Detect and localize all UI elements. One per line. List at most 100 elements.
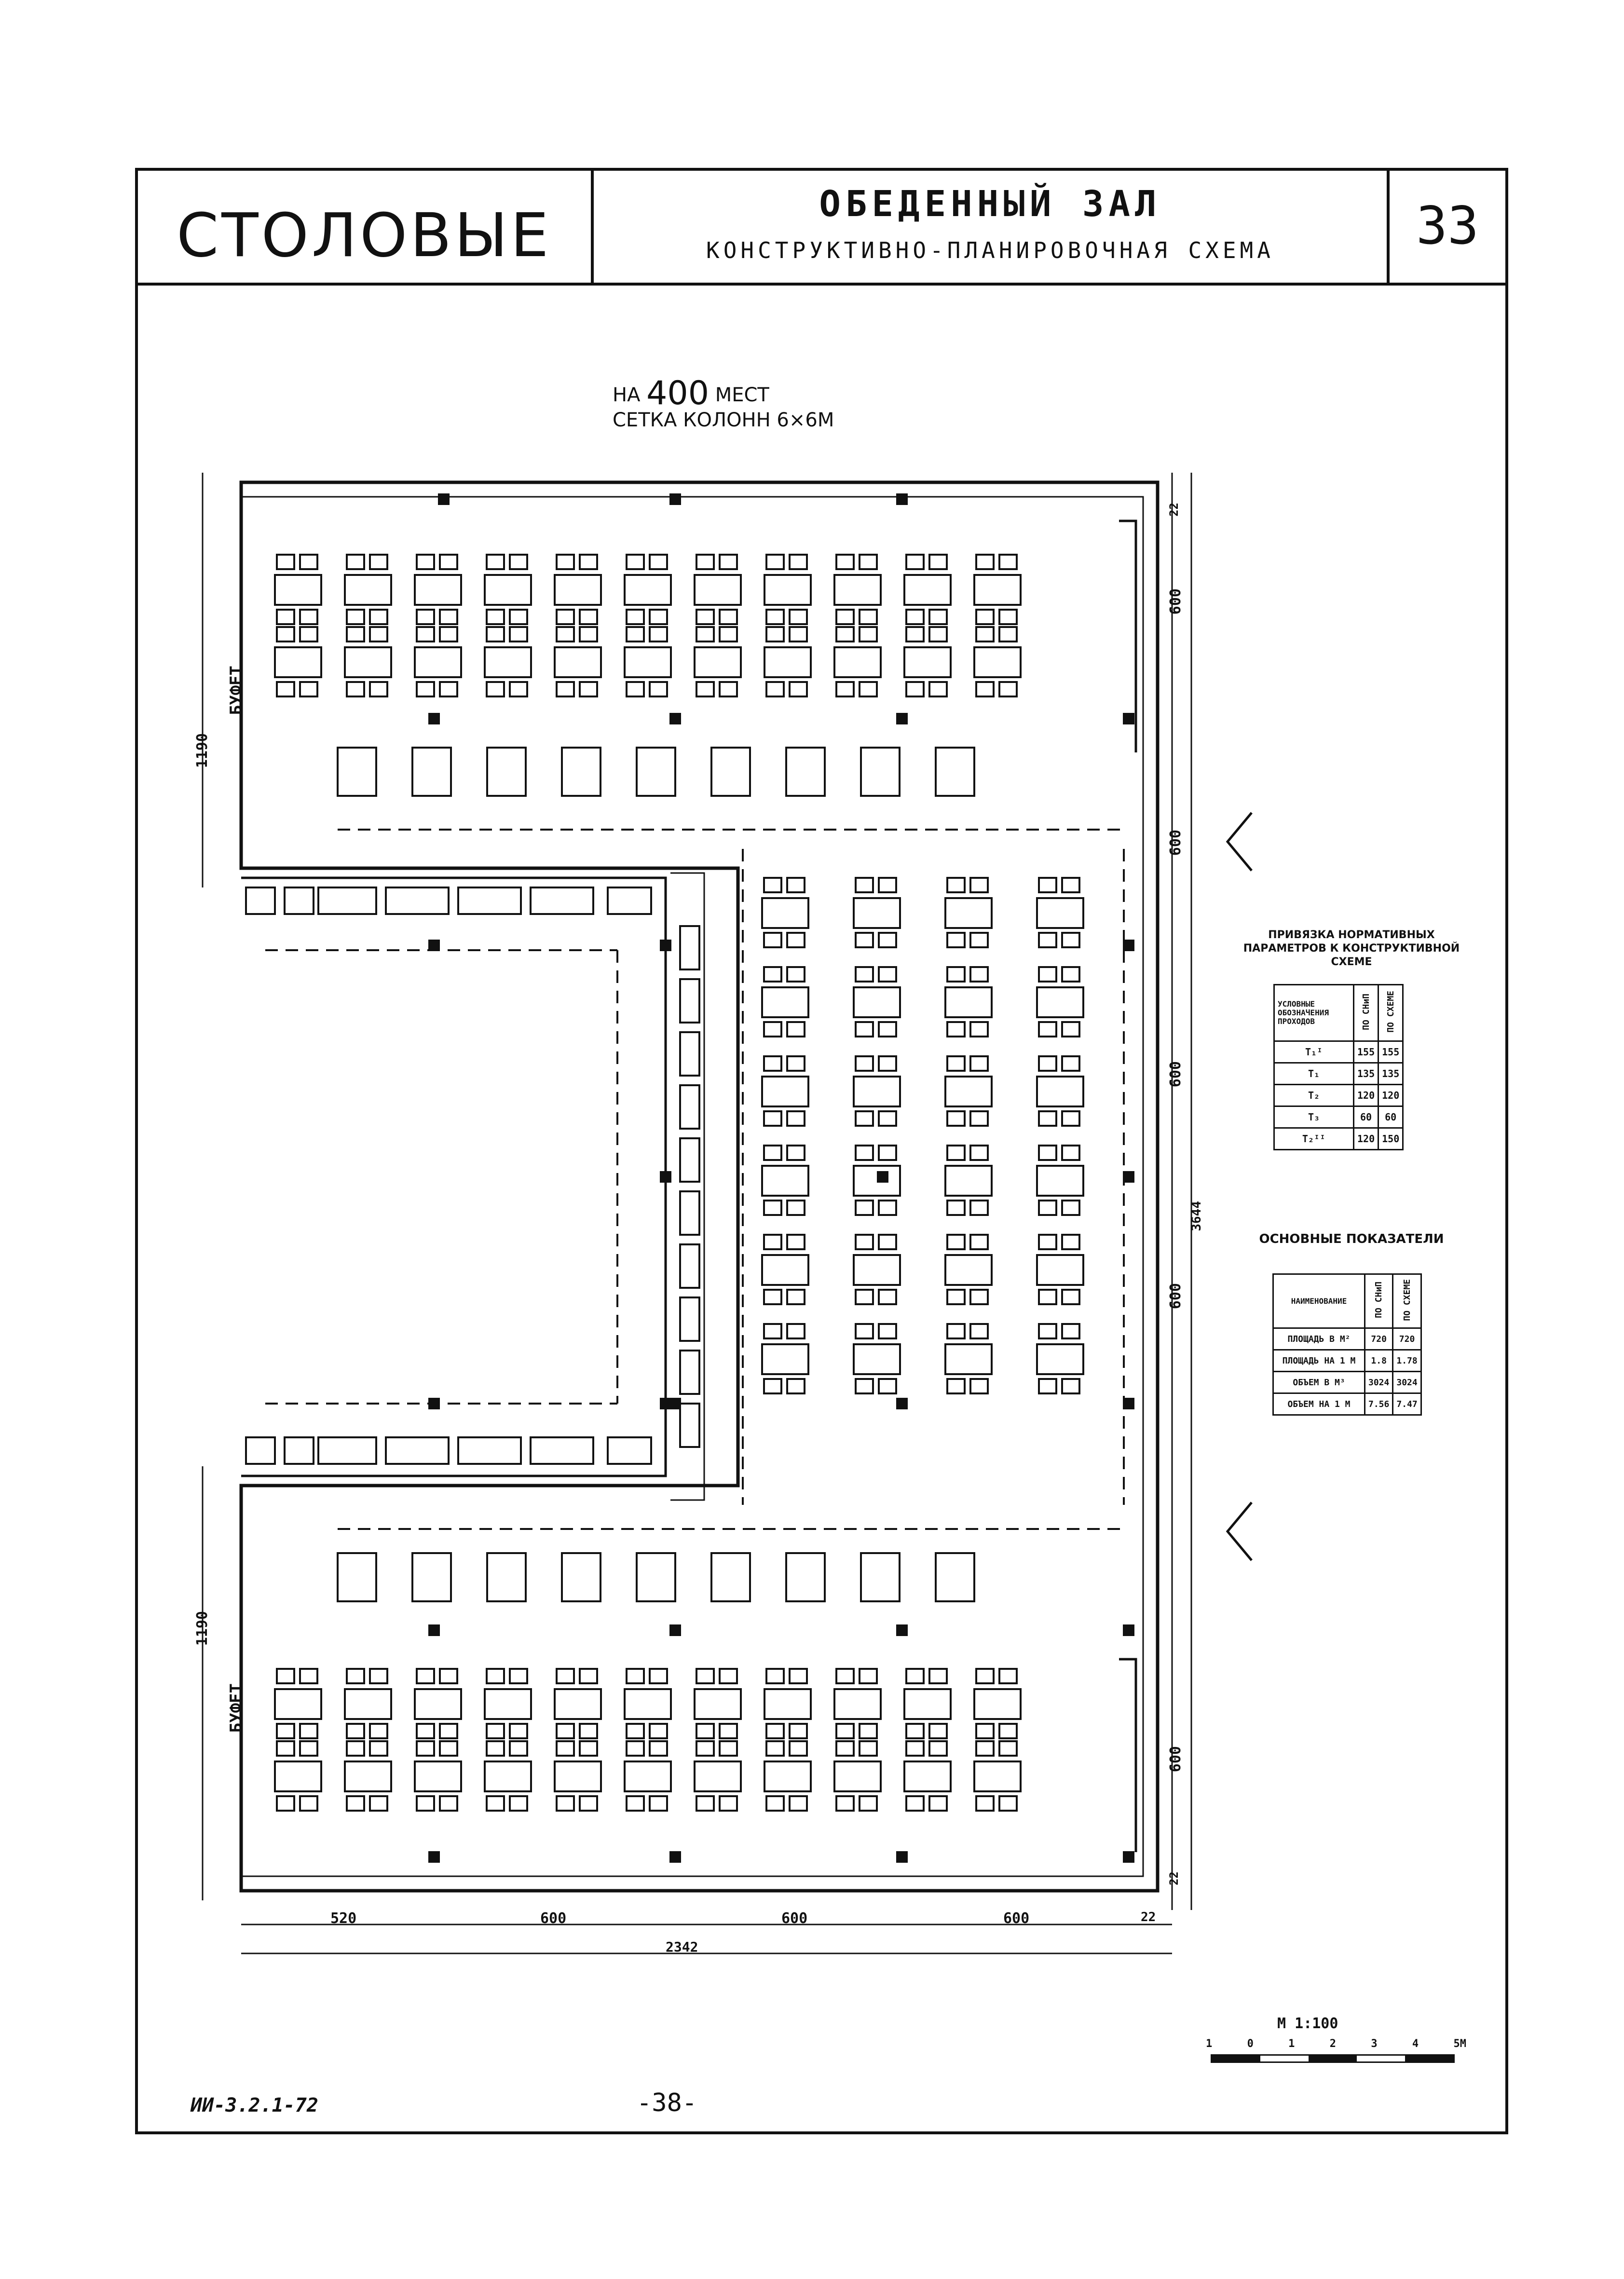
- dining-table: [1036, 1165, 1084, 1197]
- chair: [299, 1740, 318, 1757]
- dining-table: [1036, 986, 1084, 1018]
- chair: [509, 609, 528, 625]
- chair: [905, 1668, 925, 1684]
- chair: [696, 1668, 715, 1684]
- right-dimension-7: 22: [1167, 1871, 1181, 1885]
- chair: [439, 1740, 458, 1757]
- chair: [786, 1145, 805, 1161]
- dining-table: [624, 646, 672, 678]
- chair: [975, 1740, 995, 1757]
- right-dimension-1: 22: [1167, 503, 1181, 517]
- bottom-dimension-3: 600: [781, 1910, 808, 1927]
- chair: [1061, 1145, 1080, 1161]
- chair: [509, 554, 528, 570]
- dining-table: [344, 646, 392, 678]
- dining-table: [761, 897, 809, 929]
- caption-prefix: НА: [613, 384, 641, 406]
- chair: [928, 1723, 948, 1739]
- entrance-arrow-upper: [1226, 812, 1253, 872]
- chair: [509, 681, 528, 697]
- chair: [998, 609, 1018, 625]
- chair: [369, 609, 388, 625]
- dining-table: [761, 1254, 809, 1286]
- chair: [789, 554, 808, 570]
- chair: [859, 1668, 878, 1684]
- chair: [998, 626, 1018, 642]
- chair: [969, 1021, 989, 1037]
- chair: [369, 554, 388, 570]
- chair: [1038, 1289, 1057, 1305]
- chair: [556, 609, 575, 625]
- chair: [946, 1289, 966, 1305]
- chair: [878, 1055, 897, 1072]
- booth-table: [411, 1552, 452, 1602]
- chair: [556, 1668, 575, 1684]
- chair: [719, 681, 738, 697]
- chair: [1061, 877, 1080, 893]
- chair: [509, 1723, 528, 1739]
- chair: [928, 609, 948, 625]
- chair: [928, 1740, 948, 1757]
- dining-table: [274, 646, 322, 678]
- chair: [835, 1740, 855, 1757]
- chair: [969, 932, 989, 948]
- chair: [905, 681, 925, 697]
- chair: [626, 1723, 645, 1739]
- chair: [299, 1723, 318, 1739]
- dining-table: [554, 1688, 602, 1720]
- chair: [789, 1740, 808, 1757]
- plan-walls: [239, 480, 1160, 1893]
- kitchen-line-unit: [679, 978, 700, 1024]
- kitchen-line-unit: [679, 1243, 700, 1289]
- dining-table: [973, 1760, 1022, 1792]
- booth-table: [337, 1552, 377, 1602]
- chair: [1038, 932, 1057, 948]
- chair: [878, 932, 897, 948]
- booth-table: [785, 747, 826, 797]
- indicators-table-header: НАИМЕНОВАНИЕ ПО СНиП ПО СХЕМЕ: [1272, 1273, 1422, 1329]
- chair: [855, 1200, 874, 1216]
- buffet-label-top: БУФЕТ: [227, 666, 246, 715]
- chair: [969, 1378, 989, 1394]
- chair: [878, 1110, 897, 1127]
- column-marker: [428, 1624, 440, 1636]
- chair: [786, 1378, 805, 1394]
- norm-header-scheme: ПО СХЕМЕ: [1378, 984, 1404, 1042]
- dining-table: [554, 1760, 602, 1792]
- column-marker: [669, 1624, 681, 1636]
- chair: [905, 1740, 925, 1757]
- booth-table: [337, 747, 377, 797]
- kitchen-equipment-unit: [284, 887, 314, 915]
- dining-table: [484, 1760, 532, 1792]
- column-marker: [896, 493, 908, 505]
- chair: [835, 681, 855, 697]
- chair: [969, 1323, 989, 1339]
- chair: [439, 626, 458, 642]
- bottom-dimension-1: 520: [330, 1910, 357, 1927]
- dining-table: [344, 1688, 392, 1720]
- indicators-header-scheme: ПО СХЕМЕ: [1392, 1273, 1422, 1329]
- bottom-dimension-2: 600: [540, 1910, 567, 1927]
- chair: [486, 1723, 505, 1739]
- dining-table: [761, 1343, 809, 1375]
- chair: [928, 1795, 948, 1812]
- dining-table: [903, 1688, 952, 1720]
- dining-table: [624, 1688, 672, 1720]
- chair: [556, 1740, 575, 1757]
- chair: [786, 1055, 805, 1072]
- chair: [859, 1740, 878, 1757]
- column-marker: [1123, 1624, 1134, 1636]
- chair: [855, 1234, 874, 1250]
- dining-table: [973, 646, 1022, 678]
- kitchen-equipment-unit: [607, 1436, 652, 1465]
- dining-table: [853, 897, 901, 929]
- chair: [299, 1668, 318, 1684]
- kitchen-equipment-unit: [457, 887, 522, 915]
- chair: [719, 1795, 738, 1812]
- chair: [946, 1323, 966, 1339]
- column-marker: [896, 1398, 908, 1409]
- chair: [905, 1723, 925, 1739]
- column-marker: [669, 493, 681, 505]
